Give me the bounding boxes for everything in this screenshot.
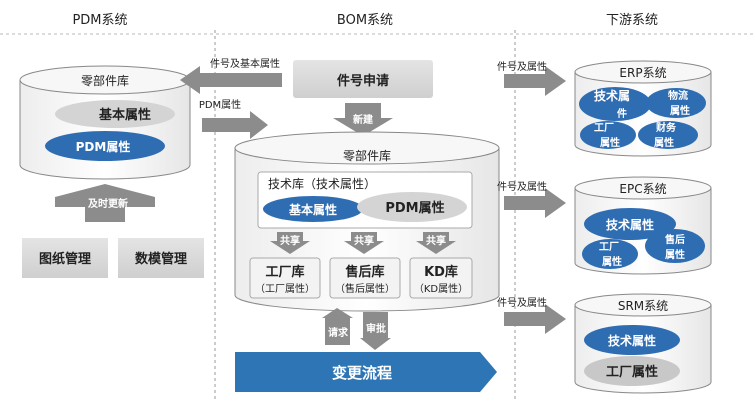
factory-lib-label: 工厂库 bbox=[265, 264, 304, 280]
epc-factory-label2: 属性 bbox=[602, 255, 622, 268]
share-label-3: 共享 bbox=[426, 234, 446, 247]
erp-logistics-label: 物流 bbox=[668, 89, 688, 102]
epc-factory-label: 工厂 bbox=[599, 241, 619, 253]
srm-factory-label: 工厂属性 bbox=[606, 364, 658, 380]
share-label-1: 共享 bbox=[280, 234, 300, 247]
pdm-basic-attr-label: 基本属性 bbox=[98, 107, 151, 123]
kd-attr-label: （KD属性） bbox=[414, 282, 468, 295]
erp-finance-label2: 属性 bbox=[654, 136, 674, 149]
pdm-attr-label: PDM属性 bbox=[76, 139, 131, 154]
aftersales-lib-box bbox=[329, 257, 401, 299]
link-pdm-attr-label: PDM属性 bbox=[199, 98, 241, 111]
srm-tech-ellipse bbox=[584, 325, 680, 355]
share-arrow-3: 共享 bbox=[416, 232, 456, 254]
drawing-mgmt-label: 图纸管理 bbox=[39, 251, 91, 267]
share-arrow-2: 共享 bbox=[344, 232, 384, 254]
part-request-label: 件号申请 bbox=[337, 73, 389, 89]
arrow-to-epc bbox=[504, 188, 566, 218]
erp-title: ERP系统 bbox=[619, 66, 666, 80]
timely-update-arrow: 及时更新 bbox=[55, 184, 155, 222]
srm-tech-label: 技术属性 bbox=[608, 333, 656, 348]
bom-basic-attr-ellipse bbox=[263, 196, 363, 222]
erp-tech-label2: 件 bbox=[617, 107, 627, 120]
factory-lib-box bbox=[249, 257, 321, 299]
pdm-basic-attr-ellipse bbox=[55, 100, 175, 128]
aftersales-attr-label: （售后属性） bbox=[335, 282, 395, 295]
srm-factory-ellipse bbox=[584, 356, 680, 386]
epc-aftersales-label: 售后 bbox=[665, 233, 685, 246]
erp-factory-label: 工厂 bbox=[594, 122, 614, 134]
link-srm-label: 件号及属性 bbox=[497, 296, 547, 309]
epc-aftersales-ellipse bbox=[645, 229, 705, 263]
arrow-to-srm bbox=[504, 304, 566, 334]
share-label-2: 共享 bbox=[354, 234, 374, 247]
epc-title: EPC系统 bbox=[619, 182, 666, 196]
arrow-to-erp bbox=[504, 66, 566, 96]
bom-pdm-attr-ellipse bbox=[357, 192, 467, 222]
srm-title: SRM系统 bbox=[618, 299, 668, 313]
timely-update-label: 及时更新 bbox=[88, 197, 128, 210]
erp-finance-ellipse bbox=[638, 121, 698, 149]
header-downstream: 下游系统 bbox=[606, 13, 658, 28]
header-bom: BOM系统 bbox=[337, 13, 393, 28]
pdm-db-title: 零部件库 bbox=[81, 73, 129, 88]
kd-lib-label: KD库 bbox=[424, 264, 458, 280]
epc-tech-label: 技术属性 bbox=[606, 217, 654, 232]
arrow-part-basic bbox=[180, 66, 282, 94]
header-pdm: PDM系统 bbox=[72, 13, 127, 28]
model-mgmt-box bbox=[118, 238, 204, 278]
erp-tech-ellipse bbox=[579, 87, 651, 121]
change-flow-label: 变更流程 bbox=[332, 364, 392, 382]
factory-attr-label: （工厂属性） bbox=[255, 282, 315, 295]
new-label: 新建 bbox=[353, 113, 374, 126]
epc-db: EPC系统 技术属性 工厂 属性 售后 属性 bbox=[574, 176, 712, 275]
link-epc-label: 件号及属性 bbox=[497, 180, 547, 193]
change-flow-arrow: 变更流程 bbox=[235, 352, 497, 392]
approve-label: 审批 bbox=[366, 322, 386, 335]
erp-factory-label2: 属性 bbox=[600, 136, 620, 149]
epc-tech-ellipse bbox=[584, 208, 676, 240]
request-label: 请求 bbox=[328, 326, 349, 339]
erp-finance-label: 财务 bbox=[655, 121, 677, 134]
erp-db: ERP系统 技术属 件 物流 属性 工厂 属性 财务 属性 bbox=[574, 60, 712, 157]
erp-tech-label: 技术属 bbox=[594, 88, 630, 103]
part-request-box bbox=[293, 60, 433, 98]
share-arrow-1: 共享 bbox=[270, 232, 310, 254]
erp-logistics-ellipse bbox=[646, 88, 706, 118]
srm-db: SRM系统 技术属性 工厂属性 bbox=[574, 293, 712, 394]
erp-factory-ellipse bbox=[580, 121, 636, 149]
link-erp-label: 件号及属性 bbox=[497, 60, 547, 73]
arrow-pdm-attr bbox=[202, 111, 268, 139]
new-arrow: 新建 bbox=[333, 103, 393, 136]
bom-db-title: 零部件库 bbox=[343, 148, 391, 163]
drawing-mgmt-box bbox=[22, 238, 108, 278]
request-arrow: 请求 bbox=[322, 308, 353, 345]
link-part-basic-label: 件号及基本属性 bbox=[210, 57, 280, 70]
aftersales-lib-label: 售后库 bbox=[345, 264, 384, 280]
model-mgmt-label: 数模管理 bbox=[135, 251, 187, 267]
kd-lib-box bbox=[409, 257, 473, 299]
bom-parts-db: 零部件库 技术库（技术属性） 基本属性 PDM属性 共享 共享 共享 工厂库 （… bbox=[234, 131, 500, 312]
approve-arrow: 审批 bbox=[360, 312, 391, 350]
bom-pdm-attr-label: PDM属性 bbox=[385, 200, 444, 216]
tech-lib-label: 技术库（技术属性） bbox=[268, 176, 376, 191]
epc-aftersales-label2: 属性 bbox=[665, 248, 685, 261]
pdm-parts-db: 零部件库 基本属性 PDM属性 bbox=[19, 65, 191, 180]
pdm-attr-ellipse bbox=[45, 131, 165, 161]
epc-factory-ellipse bbox=[582, 239, 638, 269]
bom-basic-attr-label: 基本属性 bbox=[288, 202, 337, 217]
erp-logistics-label2: 属性 bbox=[670, 104, 690, 117]
